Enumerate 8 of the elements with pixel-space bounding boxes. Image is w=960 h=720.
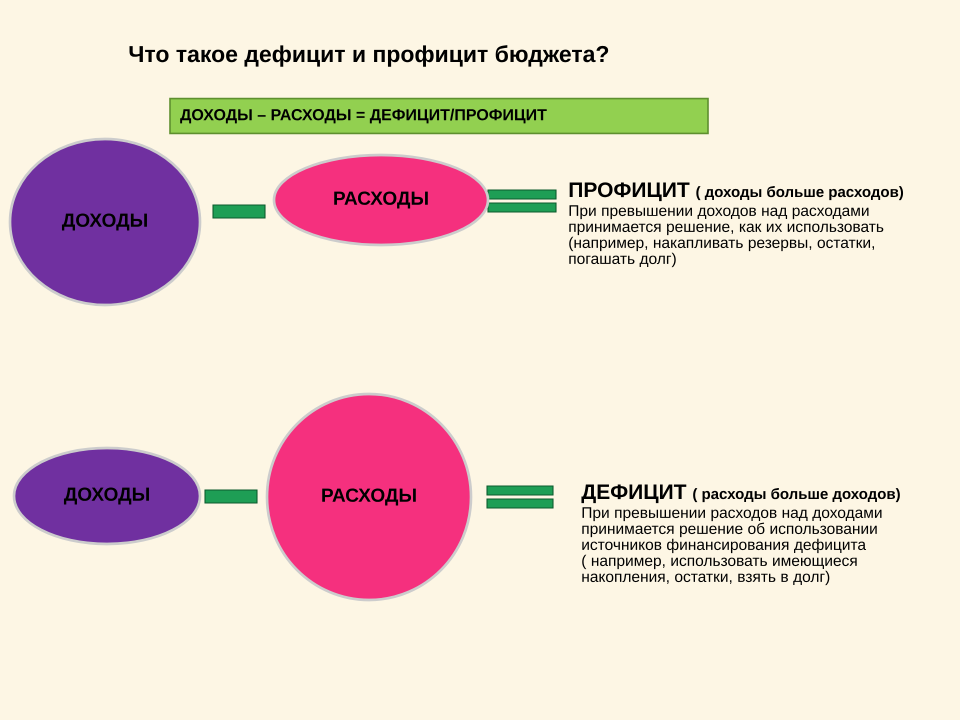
heading: ДЕФИЦИТ: [581, 484, 686, 504]
title: Что такое дефицит и профицит бюджета?: [130, 45, 608, 67]
explanation-text: При превышении доходов над расходами принимается решение, как их использовать (например, накапливать резервы, остатки, погашать долг): [569, 205, 884, 268]
heading: ПРОФИЦИТ: [570, 182, 690, 202]
heading-note: ( доходы больше расходов): [696, 186, 904, 200]
explanation-text: При превышении расходов над доходами принимается решение об использовании источников финансирования дефицита ( например, использовать имеющиеся накопления, остатки, взять в долг): [582, 507, 882, 586]
formula-bar: ДОХОДЫ – РАСХОДЫ = ДЕФИЦИТ/ПРОФИЦИТ: [169, 98, 709, 134]
heading-note: ( расходы больше доходов): [693, 488, 900, 502]
